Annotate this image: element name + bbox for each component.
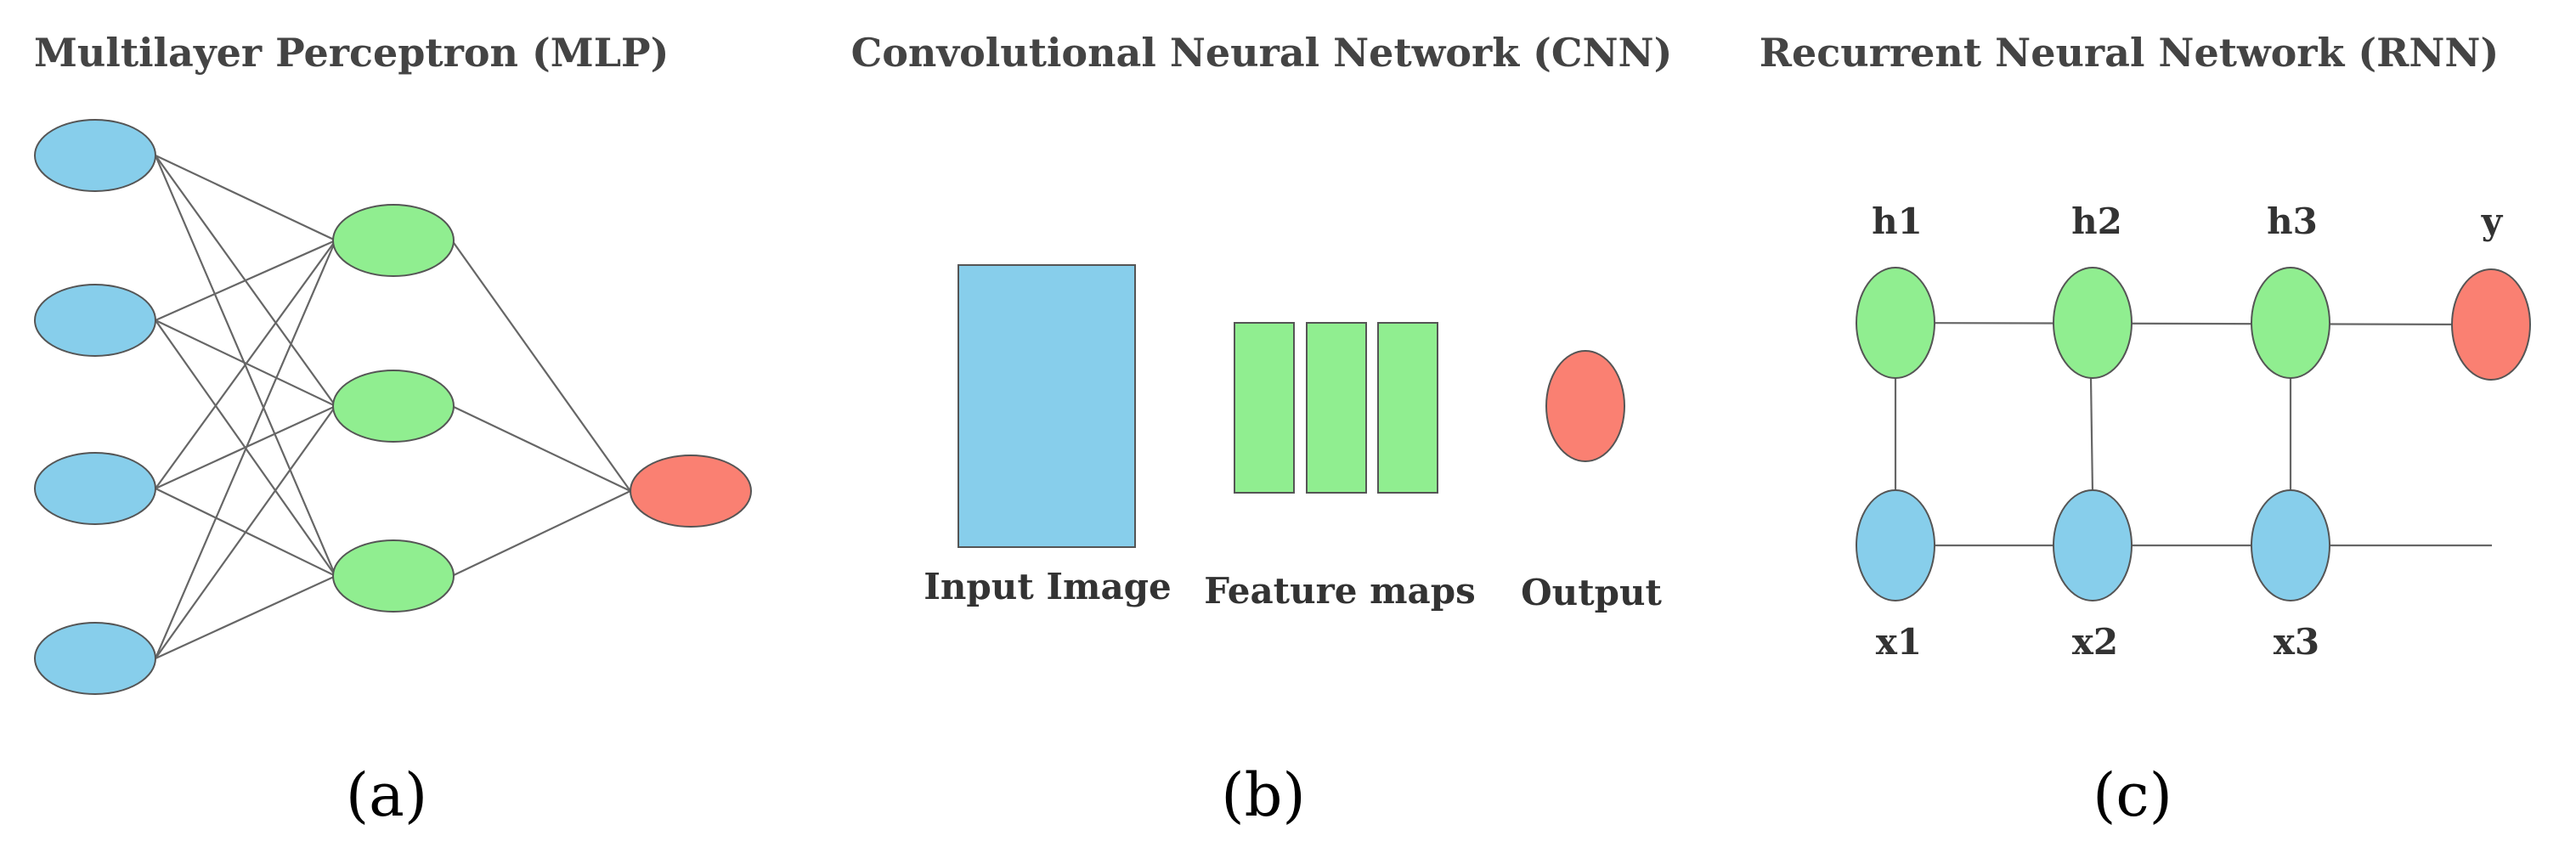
mlp-input-node <box>34 452 156 525</box>
mlp-output-layer <box>630 455 752 528</box>
mlp-edge <box>451 240 631 492</box>
mlp-hidden-node <box>332 370 455 443</box>
mlp-edge <box>154 240 337 659</box>
rnn-label-y: y <box>2481 200 2504 242</box>
cnn-feature-maps <box>1234 322 1438 494</box>
rnn-title: Recurrent Neural Network (RNN) <box>1760 30 2500 76</box>
rnn-label-x2: x2 <box>2072 621 2118 663</box>
rnn-label-h3: h3 <box>2267 200 2318 242</box>
rnn-label-h2: h2 <box>2071 200 2122 242</box>
mlp-input-node <box>34 622 156 695</box>
mlp-panel-label: (a) <box>346 760 427 830</box>
rnn-input-layer <box>1856 489 2330 601</box>
mlp-edges <box>154 155 631 660</box>
cnn-input-image <box>958 264 1136 548</box>
mlp-edge <box>155 405 336 659</box>
mlp-hidden-node <box>332 204 455 277</box>
mlp-edge <box>155 574 336 660</box>
panel-mlp: Multilayer Perceptron (MLP) <box>34 30 752 830</box>
rnn-output-node-y <box>2451 268 2531 381</box>
rnn-hidden-node-h2 <box>2053 267 2133 379</box>
cnn-title: Convolutional Neural Network (CNN) <box>851 30 1673 76</box>
cnn-output-label: Output <box>1521 572 1662 613</box>
rnn-vertical-link <box>2089 377 2094 494</box>
rnn-label-x1: x1 <box>1876 621 1922 663</box>
rnn-hidden-node-h1 <box>1856 267 1935 379</box>
rnn-hidden-layer <box>1856 267 2531 381</box>
rnn-hidden-node-h3 <box>2251 267 2330 379</box>
rnn-input-node-x1 <box>1856 489 1935 601</box>
mlp-input-layer <box>34 119 156 695</box>
cnn-feature-map <box>1234 322 1295 494</box>
mlp-input-node <box>34 119 156 192</box>
mlp-hidden-layer <box>332 204 455 613</box>
mlp-edge <box>451 405 631 492</box>
mlp-edge <box>155 240 336 489</box>
panel-rnn: Recurrent Neural Network (RNN) h1 h2 h3 … <box>1760 30 2531 830</box>
mlp-hidden-node <box>332 539 455 613</box>
cnn-panel-label: (b) <box>1221 760 1305 830</box>
rnn-input-node-x2 <box>2053 489 2133 601</box>
rnn-edges <box>1891 321 2493 547</box>
mlp-output-node <box>630 455 752 528</box>
mlp-title: Multilayer Perceptron (MLP) <box>34 30 669 76</box>
mlp-edge <box>451 490 631 577</box>
rnn-hidden-chain <box>1891 321 2493 326</box>
panel-cnn: Convolutional Neural Network (CNN) Input… <box>851 30 1673 830</box>
cnn-feature-map <box>1377 322 1438 494</box>
cnn-output-node <box>1545 350 1625 462</box>
rnn-label-x3: x3 <box>2274 621 2319 663</box>
mlp-edge <box>155 155 336 241</box>
rnn-input-node-x3 <box>2251 489 2330 601</box>
mlp-edge <box>155 239 336 322</box>
cnn-feature-map <box>1306 322 1367 494</box>
mlp-input-node <box>34 284 156 357</box>
rnn-label-h1: h1 <box>1872 200 1923 242</box>
cnn-input-label: Input Image <box>924 566 1172 607</box>
cnn-features-label: Feature maps <box>1204 570 1476 612</box>
rnn-panel-label: (c) <box>2093 760 2172 830</box>
